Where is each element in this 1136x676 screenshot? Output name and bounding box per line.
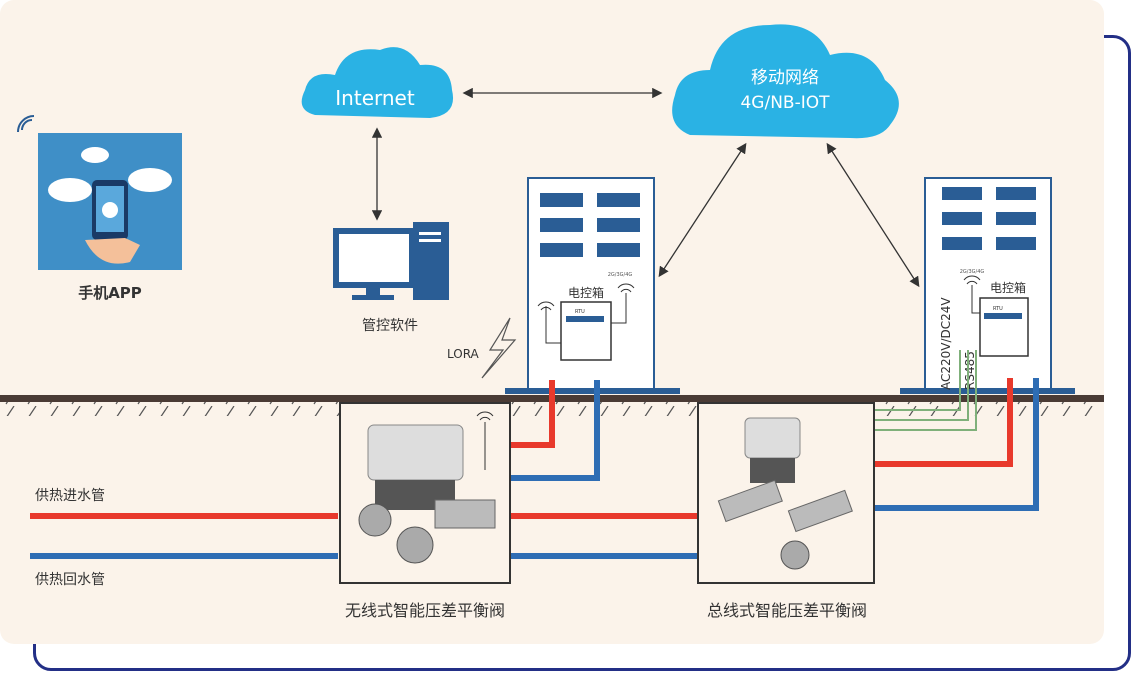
return-pipe-label: 供热回水管 — [35, 572, 105, 588]
rtu-label: RTU — [575, 309, 585, 315]
rtu-label: RTU — [993, 306, 1003, 312]
supply-pipe-label: 供热进水管 — [35, 488, 105, 504]
network-label: 2G/3G/4G — [960, 269, 985, 275]
mobile-network-protocol: 4G/NB-IOT — [740, 93, 830, 113]
pipes — [30, 378, 1039, 559]
bus-valve-label: 总线式智能压差平衡阀 — [707, 601, 867, 620]
building-left: RTU 电控箱 2G/3G/4G — [505, 177, 680, 394]
lora-label: LORA — [447, 347, 480, 361]
building-right: RTU 电控箱 2G/3G/4G AC220V/DC24V RS485 — [900, 177, 1075, 394]
rs485-label: RS485 — [963, 351, 977, 390]
computer-icon — [333, 222, 449, 300]
control-cables — [852, 350, 977, 431]
mobile-network-cloud: 移动网络 4G/NB-IOT — [672, 24, 899, 139]
diagram-panel: Internet 移动网络 4G/NB-IOT 手机APP 管控软件 LORA — [0, 0, 1104, 644]
control-box-label: 电控箱 — [990, 280, 1026, 295]
internet-label: Internet — [335, 86, 415, 110]
connection-arrows — [371, 87, 920, 288]
power-label: AC220V/DC24V — [939, 297, 953, 390]
control-box-label: 电控箱 — [568, 285, 604, 300]
wireless-valve — [339, 402, 511, 584]
phone-app-label: 手机APP — [78, 284, 142, 302]
network-diagram: Internet 移动网络 4G/NB-IOT 手机APP 管控软件 LORA — [0, 24, 1104, 620]
lightning-icon — [481, 317, 517, 379]
internet-cloud: Internet — [301, 47, 454, 119]
network-label: 2G/3G/4G — [608, 272, 633, 278]
phone-app-icon — [17, 115, 182, 270]
wireless-valve-label: 无线式智能压差平衡阀 — [345, 601, 505, 620]
pc-software-label: 管控软件 — [362, 318, 418, 334]
mobile-network-label: 移动网络 — [751, 68, 819, 88]
bus-valve — [697, 402, 875, 584]
